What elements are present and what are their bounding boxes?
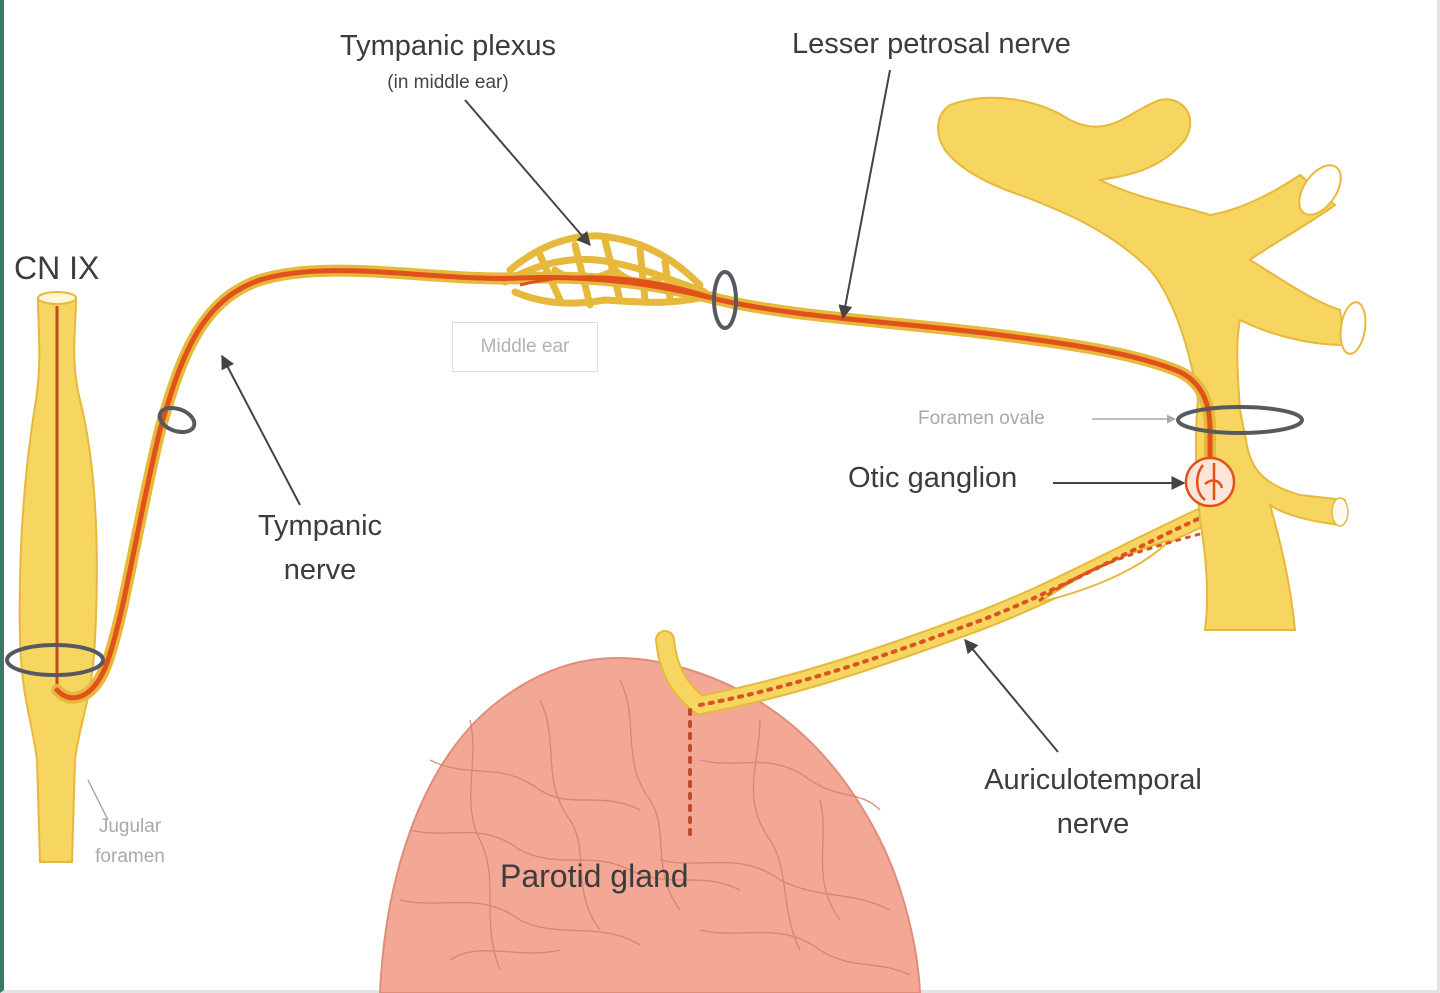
parotid-lobule-lines xyxy=(399,679,911,976)
foramen-ovale-ring xyxy=(1176,405,1304,435)
cn-ix-trunk xyxy=(18,291,98,863)
lesser-petrosal-leader xyxy=(838,69,891,320)
jugular-foramen-ring xyxy=(5,643,105,677)
jugular-foramen-label-line2: foramen xyxy=(95,846,165,867)
tympanic-canaliculus-ring xyxy=(157,405,197,435)
lesser-petrosal-nerve-label: Lesser petrosal nerve xyxy=(792,28,1071,60)
tympanic-nerve-leader xyxy=(221,354,301,506)
jugular-foramen-leader xyxy=(87,779,109,821)
petrous-hiatus-ring xyxy=(712,270,738,330)
foramen-ovale-label: Foramen ovale xyxy=(918,408,1045,429)
mandibular-nerve xyxy=(937,96,1367,631)
middle-ear-label: Middle ear xyxy=(452,322,598,372)
foramen-rings xyxy=(5,270,1304,677)
jugular-foramen-label-line1: Jugular xyxy=(98,816,162,837)
tympanic-nerve-label-line2: nerve xyxy=(283,554,357,586)
tympanic-plexus-leader xyxy=(464,99,591,247)
middle-ear-text: Middle ear xyxy=(480,336,570,357)
parotid-gland xyxy=(378,657,922,993)
cn-ix-label: CN IX xyxy=(14,250,100,286)
otic-ganglion-label: Otic ganglion xyxy=(848,462,1018,494)
parotid-gland-label: Parotid gland xyxy=(500,858,689,894)
auriculotemporal-nerve xyxy=(655,508,1217,837)
tympanic-plexus-label: Tympanic plexus xyxy=(340,30,556,62)
auriculotemporal-label-line2: nerve xyxy=(1056,808,1130,840)
tympanic-plexus-note: (in middle ear) xyxy=(387,72,509,93)
leader-lines xyxy=(87,69,1186,821)
auriculotemporal-label-line1: Auriculotemporal xyxy=(984,764,1202,796)
glossopharyngeal-fiber-pathway xyxy=(51,264,1216,704)
tympanic-nerve-label-line1: Tympanic xyxy=(257,510,383,542)
auriculotemporal-leader xyxy=(964,638,1059,753)
otic-ganglion xyxy=(1184,456,1236,508)
